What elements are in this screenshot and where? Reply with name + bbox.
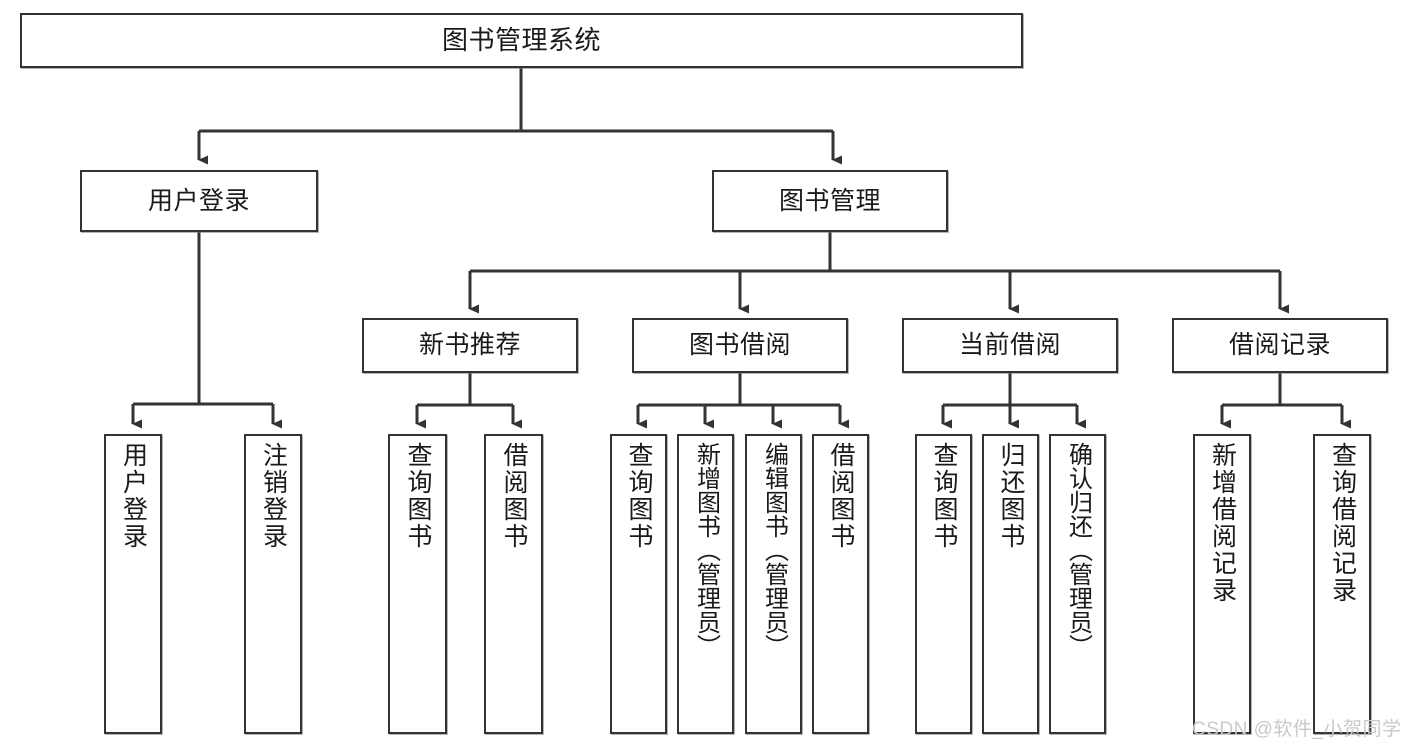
node-current-borrow-label: 当前借阅	[958, 331, 1061, 359]
node-leaf-confirm-return-label: 确认归还（管理员）	[1064, 442, 1092, 658]
node-book-manage-label: 图书管理	[778, 186, 881, 215]
node-borrow-record[interactable]: 借阅记录	[1172, 318, 1388, 373]
edge-user-login-to-leaves	[131, 232, 282, 429]
node-root-label: 图书管理系统	[441, 25, 601, 56]
node-leaf-user-login[interactable]: 用户登录	[104, 434, 162, 734]
edge-borrow-record-to-leaves	[1220, 373, 1351, 429]
node-book-borrow[interactable]: 图书借阅	[632, 318, 848, 373]
node-book-manage[interactable]: 图书管理	[712, 170, 948, 232]
node-leaf-query-book-2-label: 查询图书	[625, 442, 653, 550]
node-leaf-return-book-label: 归还图书	[997, 442, 1025, 550]
node-leaf-borrow-book-2-label: 借阅图书	[827, 442, 855, 550]
node-book-borrow-label: 图书借阅	[688, 331, 791, 359]
node-leaf-user-login-label: 用户登录	[119, 442, 148, 550]
node-root[interactable]: 图书管理系统	[20, 13, 1023, 68]
node-leaf-add-record-label: 新增借阅记录	[1208, 442, 1237, 604]
node-leaf-query-book-3[interactable]: 查询图书	[915, 434, 972, 734]
node-leaf-add-book[interactable]: 新增图书（管理员）	[677, 434, 734, 734]
node-new-book-rec-label: 新书推荐	[418, 331, 521, 359]
csdn-watermark: CSDN @软件_小贺同学	[1192, 719, 1402, 740]
node-leaf-return-book[interactable]: 归还图书	[982, 434, 1039, 734]
node-leaf-query-book-2[interactable]: 查询图书	[610, 434, 667, 734]
node-leaf-confirm-return[interactable]: 确认归还（管理员）	[1049, 434, 1106, 734]
node-user-login-label: 用户登录	[147, 186, 250, 215]
node-leaf-logout[interactable]: 注销登录	[244, 434, 302, 734]
edge-new-book-rec-to-leaves	[415, 373, 522, 429]
node-leaf-edit-book-label: 编辑图书（管理员）	[760, 442, 788, 658]
node-leaf-add-book-label: 新增图书（管理员）	[692, 442, 720, 658]
node-borrow-record-label: 借阅记录	[1228, 331, 1331, 359]
node-leaf-logout-label: 注销登录	[259, 442, 288, 550]
node-leaf-borrow-book-1-label: 借阅图书	[500, 442, 528, 550]
node-leaf-borrow-book-1[interactable]: 借阅图书	[484, 434, 543, 734]
node-leaf-borrow-book-2[interactable]: 借阅图书	[812, 434, 869, 734]
node-leaf-query-book-1-label: 查询图书	[404, 442, 432, 550]
node-leaf-edit-book[interactable]: 编辑图书（管理员）	[745, 434, 802, 734]
node-leaf-add-record[interactable]: 新增借阅记录	[1193, 434, 1251, 734]
edge-book-borrow-to-leaves	[636, 373, 849, 429]
edge-current-borrow-to-leaves	[941, 373, 1086, 429]
node-user-login[interactable]: 用户登录	[80, 170, 318, 232]
node-leaf-query-record[interactable]: 查询借阅记录	[1313, 434, 1371, 734]
node-leaf-query-book-1[interactable]: 查询图书	[388, 434, 447, 734]
edge-book-manage-to-level3	[468, 232, 1289, 314]
node-leaf-query-book-3-label: 查询图书	[930, 442, 958, 550]
edge-root-to-level2	[197, 68, 842, 165]
node-current-borrow[interactable]: 当前借阅	[902, 318, 1118, 373]
node-leaf-query-record-label: 查询借阅记录	[1328, 442, 1357, 604]
node-new-book-rec[interactable]: 新书推荐	[362, 318, 578, 373]
